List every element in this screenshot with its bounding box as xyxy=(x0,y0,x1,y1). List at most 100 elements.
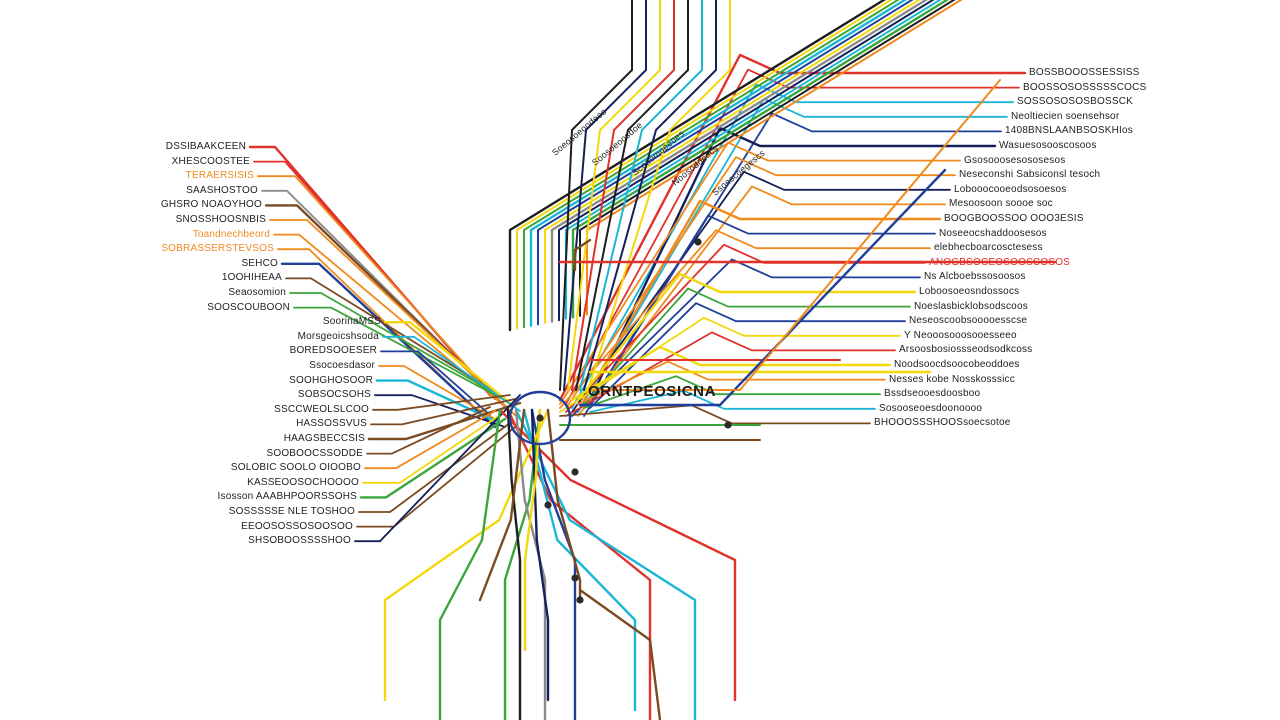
left-station-label-1: XHESCOOSTEE xyxy=(171,155,250,167)
left-line-14 xyxy=(380,350,491,416)
left-station-label-0: DSSIBAAKCEEN xyxy=(165,141,246,152)
left-station-label-25: SOSSSSSE NLE TOSHOO xyxy=(228,506,355,517)
right-station-label-21: Nesses kobe Nosskosssicc xyxy=(889,373,1015,385)
left-station-label-6: Toandnechbeord xyxy=(192,228,270,240)
down-line-7 xyxy=(438,408,502,720)
right-station-label-12: elebhecboarcosctesess xyxy=(934,242,1043,254)
right-line-21 xyxy=(577,360,886,405)
left-station-label-17: SOBSOCSOHS xyxy=(297,389,371,401)
left-station-label-22: SOLOBIC SOOLO OIOOBO xyxy=(230,462,361,474)
left-line-23 xyxy=(362,414,501,484)
trunk-line-10 xyxy=(579,0,956,317)
down-line-6 xyxy=(383,408,550,702)
right-line-9 xyxy=(577,185,946,417)
trunk-line-6 xyxy=(550,0,929,323)
left-station-label-15: Ssocoesdasor xyxy=(309,360,375,371)
station-dot-6 xyxy=(571,574,579,582)
trunk-line-5 xyxy=(544,0,921,324)
left-station-label-12: SoorinaMSS xyxy=(322,316,381,328)
trunk-line-7 xyxy=(558,0,935,322)
station-dot-4 xyxy=(724,421,732,429)
down-line-10 xyxy=(478,408,526,602)
left-line-2 xyxy=(257,175,501,404)
left-station-label-21: SOOBOOCSSODDE xyxy=(266,447,363,459)
down-line-2 xyxy=(514,408,697,720)
trunk-line-0 xyxy=(508,0,887,332)
right-line-15 xyxy=(576,272,917,402)
hub-interchange-ring xyxy=(508,390,572,446)
right-station-label-15: Loboosoeosndossocs xyxy=(919,286,1020,297)
right-line-24 xyxy=(559,404,871,425)
down-line-11 xyxy=(530,408,550,702)
right-station-label-5: Wasuesosooscosoos xyxy=(999,140,1097,151)
left-station-label-19: HASSOSSVUS xyxy=(296,418,367,430)
left-line-27 xyxy=(354,394,521,543)
right-station-label-17: Neseoscoobsooooesscse xyxy=(909,315,1028,327)
right-line-1 xyxy=(565,68,1020,405)
station-dot-3 xyxy=(576,596,584,604)
station-dot-5 xyxy=(694,238,702,246)
right-line-17 xyxy=(589,302,906,409)
right-line-22 xyxy=(583,375,881,409)
left-line-8 xyxy=(280,262,497,429)
top-line-3 xyxy=(571,0,675,391)
right-station-label-23: Sosooseoesdoonoooo xyxy=(879,402,983,414)
left-station-label-8: SEHCO xyxy=(241,257,278,269)
trunk-line-4 xyxy=(537,0,914,326)
trunk-line-8 xyxy=(565,0,942,320)
right-station-label-16: Noeslasbicklobsodscoos xyxy=(914,300,1028,312)
left-station-label-26: EEOOSOSSOSOOSOO xyxy=(241,520,353,532)
right-station-label-7: Neseconshi Sabsiconsl tesoch xyxy=(959,169,1101,181)
left-station-label-23: KASSEOOSOCHOOOO xyxy=(247,476,359,488)
right-station-label-11: Noseeocshaddoosesos xyxy=(939,227,1047,239)
station-dot-0 xyxy=(536,414,544,422)
left-station-label-11: SOOSCOUBOON xyxy=(207,301,290,313)
left-station-label-3: SAASHOSTOO xyxy=(186,184,258,196)
left-line-20 xyxy=(367,401,522,441)
left-line-19 xyxy=(370,398,516,426)
top-line-0 xyxy=(559,0,633,391)
right-station-label-24: BHOOOSSSHOOSsoecsotoe xyxy=(874,417,1011,429)
right-station-label-9: Mesoosoon soooe soc xyxy=(949,198,1053,210)
top-line-5 xyxy=(579,0,703,391)
right-station-label-1: BOOSSOSOSSSSSCOCS xyxy=(1023,81,1147,93)
top-line-7 xyxy=(587,0,731,391)
left-station-label-24: Isosson AAABHPOORSSOHS xyxy=(217,491,357,503)
down-line-1 xyxy=(506,408,652,720)
right-station-label-18: Y Neooosooosooesseeo xyxy=(904,329,1017,341)
right-station-label-2: SOSSOSOSOSBOSSCK xyxy=(1017,96,1134,108)
left-station-label-27: SHSOBOOSSSSHOO xyxy=(248,535,351,547)
down-line-brown-curve xyxy=(578,588,662,720)
right-station-label-4: 1408BNSLAANBSOSKHIos xyxy=(1005,125,1133,137)
down-line-3 xyxy=(522,408,637,712)
right-station-label-10: BOOGBOOSSOO OOO3ESIS xyxy=(944,213,1084,224)
hub-stub-brown xyxy=(573,238,592,272)
right-station-label-14: Ns Alcboebssosoosos xyxy=(924,271,1026,283)
left-station-label-2: TERAERSISIS xyxy=(185,170,254,182)
down-line-9 xyxy=(514,408,547,720)
left-line-18 xyxy=(372,394,511,411)
right-line-12 xyxy=(559,229,931,409)
station-dot-1 xyxy=(571,468,579,476)
down-line-8 xyxy=(506,408,522,720)
right-line-11 xyxy=(589,214,936,405)
right-station-label-3: Neoltiecien soensehsor xyxy=(1011,110,1120,122)
right-line-14 xyxy=(571,258,921,417)
left-station-label-13: Morsgeoicshsoda xyxy=(297,330,379,342)
right-station-label-13: ANOGBSOCEOSOOSCOSOS xyxy=(929,256,1071,268)
right-station-label-19: Arsoosbosiossseodsodkcoss xyxy=(899,344,1033,356)
left-line-12 xyxy=(383,321,517,409)
right-line-0 xyxy=(558,53,1027,402)
top-line-6 xyxy=(583,0,717,391)
left-line-6 xyxy=(273,233,521,420)
left-line-13 xyxy=(382,335,521,412)
left-station-label-18: SSCCWEOLSLCOO xyxy=(274,403,369,415)
right-station-label-6: Gsosooosesososesos xyxy=(964,154,1066,166)
right-line-7 xyxy=(565,156,956,409)
right-line-23 xyxy=(589,389,876,413)
left-station-label-14: BOREDSOOESER xyxy=(289,345,377,357)
left-line-22 xyxy=(364,410,496,470)
left-line-11 xyxy=(293,306,511,404)
